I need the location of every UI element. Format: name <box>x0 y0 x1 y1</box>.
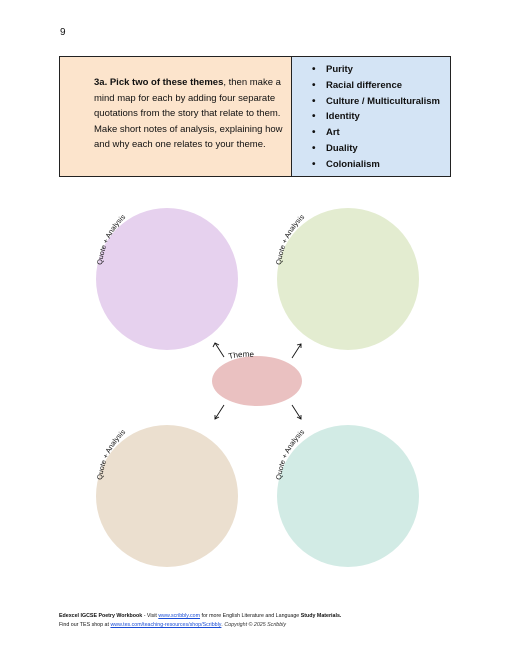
arrowhead-bottom-left <box>214 415 220 420</box>
task-intro: 3a. Pick two of these themes <box>94 77 224 88</box>
footer: Edexcel IGCSE Poetry Workbook - Visit ww… <box>59 612 341 630</box>
theme-item: Purity <box>312 62 450 78</box>
quote-circle-top-right <box>277 208 419 350</box>
theme-list: Purity Racial difference Culture / Multi… <box>312 62 450 173</box>
tes-shop-link[interactable]: www.tes.com/teaching-resources/shop/Scri… <box>110 622 222 628</box>
arrowhead-top-right <box>296 343 302 348</box>
footer-line-1: Edexcel IGCSE Poetry Workbook - Visit ww… <box>59 612 341 621</box>
task-box: 3a. Pick two of these themes, then make … <box>59 56 451 177</box>
quote-circle-bottom-right <box>277 425 419 567</box>
quote-circle-bottom-left <box>96 425 238 567</box>
theme-item: Art <box>312 125 450 141</box>
arrows <box>212 342 302 420</box>
footer-text: Find our TES shop at <box>59 622 111 628</box>
theme-item: Identity <box>312 109 450 125</box>
page-number: 9 <box>60 27 66 38</box>
quote-circle-top-left <box>96 208 238 350</box>
arrow-top-right <box>291 343 302 359</box>
theme-list-panel: Purity Racial difference Culture / Multi… <box>292 57 450 176</box>
theme-item: Racial difference <box>312 78 450 94</box>
copyright-text: . Copyright © 2025 Scribbly <box>221 622 286 628</box>
theme-item: Duality <box>312 141 450 157</box>
arrow-bottom-right <box>291 404 302 420</box>
study-materials-text: Study Materials. <box>300 613 342 619</box>
footer-text: for more English Literature and Language <box>200 613 301 619</box>
theme-label: Theme <box>228 350 255 361</box>
footer-text: - Visit <box>142 613 159 619</box>
arrowhead-top-left <box>212 342 220 348</box>
arrow-bottom-left <box>214 404 225 420</box>
task-text: , then make a mind map for each by addin… <box>94 77 283 150</box>
footer-line-2: Find our TES shop at www.tes.com/teachin… <box>59 621 341 630</box>
theme-label-text: Theme <box>228 350 255 361</box>
theme-item: Colonialism <box>312 157 450 173</box>
theme-item: Culture / Multiculturalism <box>312 94 450 110</box>
workbook-title: Edexcel IGCSE Poetry Workbook <box>59 613 143 619</box>
theme-ellipse <box>212 356 302 406</box>
task-instructions: 3a. Pick two of these themes, then make … <box>60 57 292 176</box>
arrowhead-bottom-right <box>296 415 302 420</box>
arrow-top-left <box>214 342 225 358</box>
scribbly-link[interactable]: www.scribbly.com <box>158 613 201 619</box>
